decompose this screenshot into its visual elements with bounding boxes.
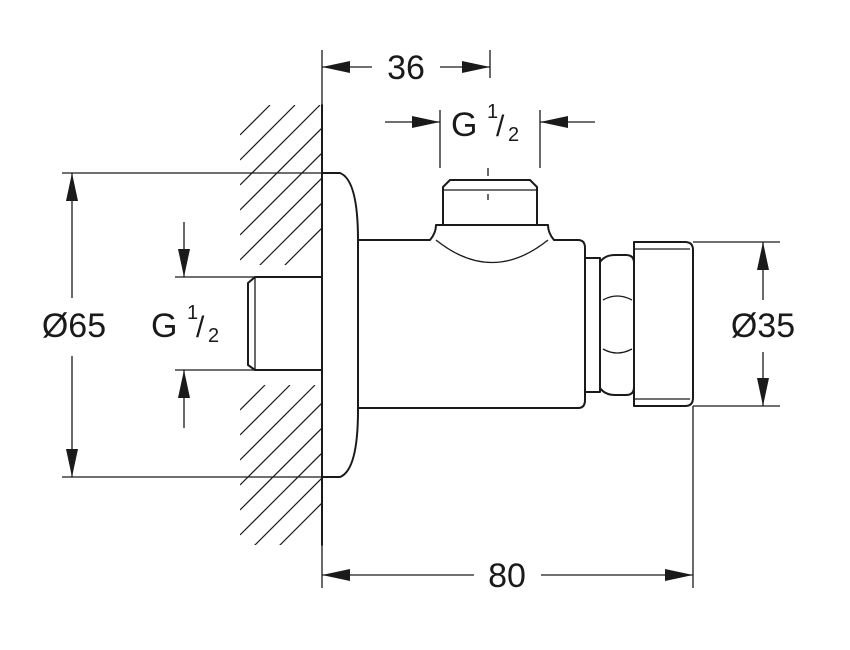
inlet-nipple [247,276,323,371]
outlet-nipple [442,168,538,226]
thread-top-slash: / [496,110,505,143]
valve-body [357,224,586,409]
dimension-thread-left [175,222,322,428]
wall-section [240,104,323,546]
dimension-label-thread-top: G 1 / 2 [451,101,519,146]
dimension-label-diameter-35: Ø35 [731,307,795,345]
wall-hatch-top [240,105,322,265]
thread-top-prefix: G [451,106,477,144]
thread-left-slash: / [196,311,205,344]
thread-left-den: 2 [208,325,219,347]
dimension-diameter-65 [62,172,322,478]
push-head [633,241,694,407]
thread-left-prefix: G [151,307,177,345]
thread-top-num: 1 [487,101,498,123]
dimension-80 [321,406,694,588]
dimension-diameter-35 [693,241,780,407]
dimension-label-thread-left: G 1 / 2 [151,302,219,347]
thread-top-den: 2 [508,124,519,146]
lock-nut [584,254,635,396]
escutcheon-rosette [321,172,359,478]
dimension-label-80: 80 [488,557,526,595]
dimension-label-36: 36 [387,49,425,87]
dimension-label-diameter-65: Ø65 [42,307,106,345]
dimension-36 [321,50,491,105]
dimension-thread-top [385,110,595,168]
thread-left-num: 1 [187,302,198,324]
wall-hatch-bottom [240,385,322,545]
